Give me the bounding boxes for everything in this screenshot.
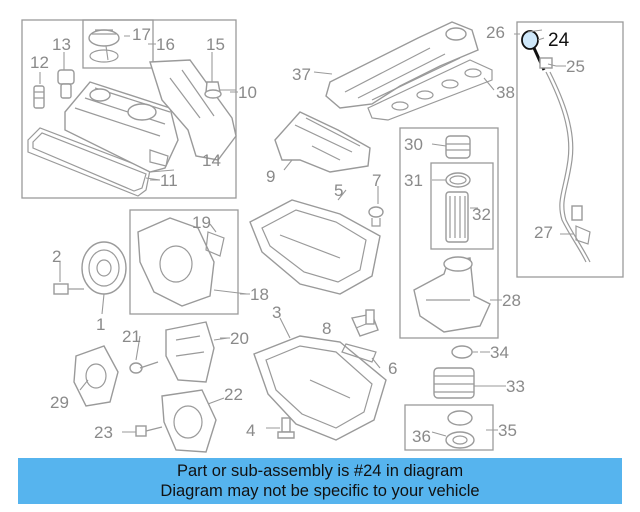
callout-34: 34 — [490, 343, 509, 362]
callout-32: 32 — [472, 205, 491, 224]
callout-23: 23 — [94, 423, 113, 442]
callout-9: 9 — [266, 167, 275, 186]
callout-25: 25 — [566, 57, 585, 76]
callout-11: 11 — [160, 171, 178, 190]
callout-36: 36 — [412, 427, 431, 446]
callout-27: 27 — [534, 223, 553, 242]
callout-1: 1 — [96, 315, 105, 334]
breather-valve — [57, 69, 75, 99]
seal-kit-36 — [445, 410, 475, 449]
callout-19: 19 — [192, 213, 211, 232]
callout-12: 12 — [30, 53, 49, 72]
pan-gasket-6 — [341, 343, 377, 363]
callout-4: 4 — [246, 421, 255, 440]
oil-baffle — [274, 111, 371, 173]
callout-10: 10 — [238, 83, 257, 102]
filter-element-subgroup-box — [430, 162, 494, 250]
intake-manifold — [325, 21, 479, 109]
bolt-7 — [368, 206, 384, 227]
oil-filter-group-box — [399, 127, 499, 339]
seal-kit-group-box — [404, 404, 494, 451]
banner-line-2: Diagram may not be specific to your vehi… — [160, 482, 480, 500]
callout-26: 26 — [486, 23, 505, 42]
grommet — [204, 81, 222, 99]
crankshaft-pulley — [81, 241, 127, 295]
exploded-parts-diagram: 1 2 3 4 5 6 7 8 9 10 11 12 13 14 15 16 1… — [21, 19, 624, 453]
valve-cover-gasket — [27, 127, 151, 197]
callout-3: 3 — [272, 303, 281, 322]
lower-oil-pan — [253, 335, 387, 441]
intake-manifold-gasket — [367, 59, 493, 121]
seal-plate-22 — [161, 389, 217, 453]
bolt-23 — [135, 425, 163, 437]
timing-cover — [137, 217, 215, 307]
seal-34 — [451, 345, 473, 359]
info-banner: Part or sub-assembly is #24 in diagram D… — [18, 458, 622, 504]
callout-21: 21 — [122, 327, 141, 346]
callout-29: 29 — [50, 393, 69, 412]
sensor-plug — [33, 85, 45, 109]
timing-cover-group-box — [129, 209, 239, 315]
banner-line-1: Part or sub-assembly is #24 in diagram — [176, 462, 464, 480]
callout-33: 33 — [506, 377, 525, 396]
upper-oil-pan — [249, 199, 381, 295]
dipstick-group-box — [516, 21, 624, 278]
callout-24: 24 — [548, 30, 570, 51]
callout-30: 30 — [404, 135, 423, 154]
rear-cover-20 — [165, 321, 215, 383]
callout-16: 16 — [156, 35, 175, 54]
callout-18: 18 — [250, 285, 269, 304]
tube-bracket-27 — [575, 225, 591, 245]
callout-38: 38 — [496, 83, 515, 102]
callout-37: 37 — [292, 65, 311, 84]
callout-15: 15 — [206, 35, 225, 54]
valve-cover — [64, 81, 179, 173]
oil-filler-cap — [88, 29, 120, 63]
bolt-21 — [129, 361, 159, 374]
callout-20: 20 — [230, 329, 249, 348]
callout-13: 13 — [52, 35, 71, 54]
label-dashes — [148, 33, 566, 431]
cover-insulator — [149, 59, 237, 161]
callout-31: 31 — [404, 171, 423, 190]
oil-filter-cap — [445, 135, 471, 159]
callout-2: 2 — [52, 247, 61, 266]
callout-22: 22 — [224, 385, 243, 404]
callout-14: 14 — [202, 151, 221, 170]
housing-29 — [73, 345, 119, 407]
oil-filter-element — [445, 191, 469, 243]
oil-filter-housing — [413, 256, 491, 333]
callout-35: 35 — [498, 421, 517, 440]
drain-plug — [277, 417, 295, 439]
callout-7: 7 — [372, 171, 381, 190]
filter-o-ring — [445, 172, 471, 188]
callout-17: 17 — [132, 25, 151, 44]
callout-28: 28 — [502, 291, 521, 310]
callout-6: 6 — [388, 359, 397, 378]
cover-bracket-19 — [205, 231, 225, 257]
pulley-bolt — [53, 283, 84, 295]
dipstick-tube — [539, 57, 591, 263]
oil-cooler — [433, 367, 475, 399]
oil-level-sensor — [351, 309, 379, 337]
callout-8: 8 — [322, 319, 331, 338]
callout-5: 5 — [334, 181, 343, 200]
